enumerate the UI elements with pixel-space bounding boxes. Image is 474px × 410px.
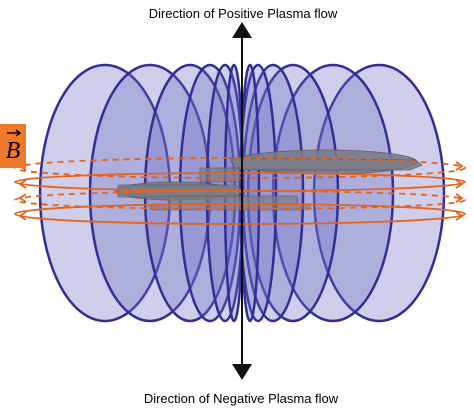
starship-icon [114, 149, 423, 211]
field-line-arrow-icon [18, 211, 27, 221]
field-lines [14, 157, 466, 225]
b-vector-icon: B [0, 124, 26, 168]
field-line-arrow-icon [455, 211, 464, 221]
torus-shell [246, 63, 340, 323]
field-line-arrow-icon [455, 161, 464, 171]
svg-text:B: B [6, 138, 21, 164]
field-line-arrow-icon [18, 193, 27, 203]
field-line-arrow-icon [455, 193, 464, 203]
field-line-arrow-icon [455, 179, 464, 189]
negative-plasma-flow-label: Direction of Negative Plasma flow [143, 391, 339, 406]
magnetic-field-line [14, 157, 466, 179]
magnetic-field-line [14, 172, 466, 192]
magnetic-field-line [14, 203, 466, 225]
magnetic-field-line [14, 190, 466, 210]
field-line-arrow-icon [18, 179, 27, 189]
positive-plasma-flow-label: Direction of Positive Plasma flow [148, 6, 338, 21]
torus-shell [239, 63, 261, 323]
